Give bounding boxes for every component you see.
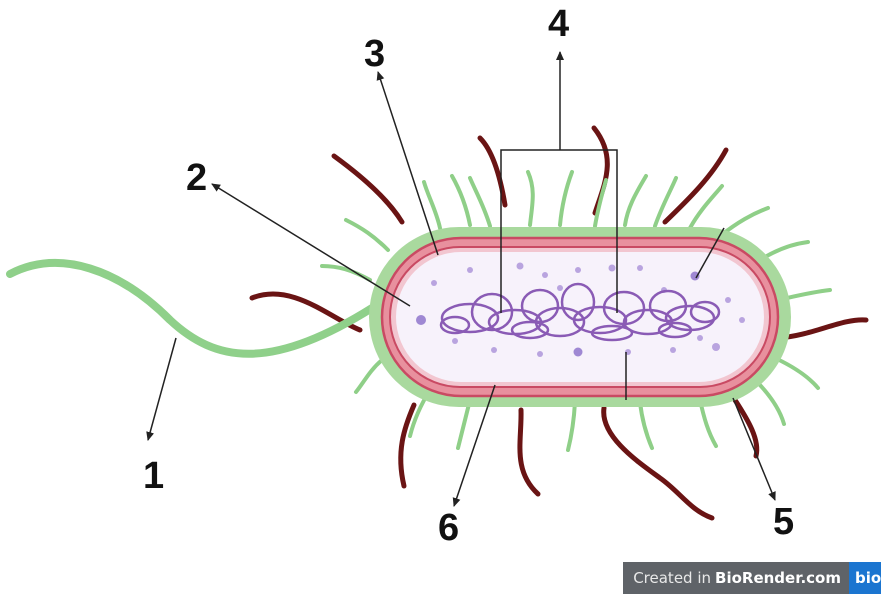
arrow-3 [378, 72, 438, 255]
pilus [334, 156, 402, 222]
pilus [401, 405, 414, 486]
pilus [604, 408, 712, 518]
credit-prefix: Created in [633, 569, 711, 587]
credit-text: Created in BioRender.com [623, 562, 849, 594]
arrow-5 [733, 398, 775, 500]
pilus [778, 320, 866, 338]
label-2: 2 [186, 157, 207, 199]
label-3: 3 [364, 33, 385, 75]
biorender-credit[interactable]: Created in BioRender.com bio [623, 562, 881, 594]
arrow-1 [148, 338, 176, 440]
credit-brand: BioRender.com [715, 569, 841, 587]
label-4: 4 [548, 3, 569, 45]
label-1: 1 [143, 455, 164, 497]
label-6: 6 [438, 507, 459, 549]
biorender-logo-icon: bio [849, 562, 881, 594]
label-5: 5 [773, 501, 794, 543]
pilus [520, 410, 538, 494]
